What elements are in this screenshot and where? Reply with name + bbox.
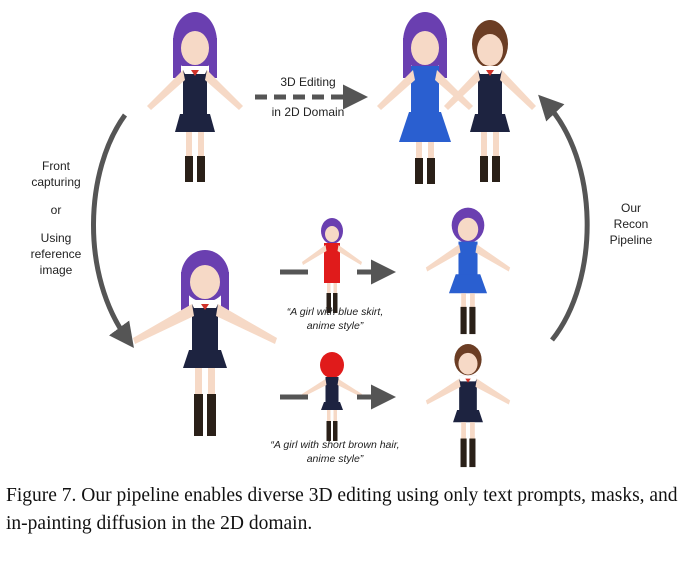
left-label-line: reference (30, 247, 82, 261)
character-blue-dress-top (377, 12, 473, 184)
left-label-line: Front (41, 159, 70, 173)
right-label: Our Recon Pipeline (596, 200, 666, 248)
figure-caption: Figure 7. Our pipeline enables diverse 3… (6, 485, 678, 534)
left-label-line: or (50, 203, 62, 217)
prompt-brown-hair: “A girl with short brown hair, anime sty… (252, 438, 418, 466)
character-original-bottom (133, 250, 277, 436)
editing-label: 3D Editing (268, 74, 348, 90)
character-original-top (147, 12, 243, 182)
left-label-line: Using (40, 231, 72, 245)
prompt-line: anime style” (306, 320, 364, 332)
left-label-line: capturing (31, 175, 81, 189)
right-curved-arrow (538, 94, 590, 342)
pipeline-figure (91, 12, 590, 468)
character-brown-hair-top (444, 20, 536, 182)
prompt-line: “A girl with blue skirt, (286, 306, 384, 318)
editing-label-line: 3D Editing (280, 75, 336, 89)
right-label-line: Pipeline (609, 233, 653, 247)
result-brown-hair (425, 344, 511, 468)
left-label: Front capturing or Using reference image (16, 158, 96, 278)
right-label-line: Our (620, 201, 641, 215)
mask-skirt (302, 218, 362, 313)
editing-label-2: in 2D Domain (268, 104, 348, 120)
mask-hair (302, 352, 362, 441)
prompt-line: “A girl with short brown hair, (270, 439, 400, 451)
prompt-blue-skirt: “A girl with blue skirt, anime style” (270, 305, 400, 333)
left-label-line: image (39, 263, 73, 277)
result-blue-skirt (425, 207, 511, 335)
right-label-line: Recon (613, 217, 649, 231)
editing-label-line: in 2D Domain (271, 105, 345, 119)
left-curved-arrow (91, 113, 134, 349)
prompt-line: anime style” (306, 453, 364, 465)
